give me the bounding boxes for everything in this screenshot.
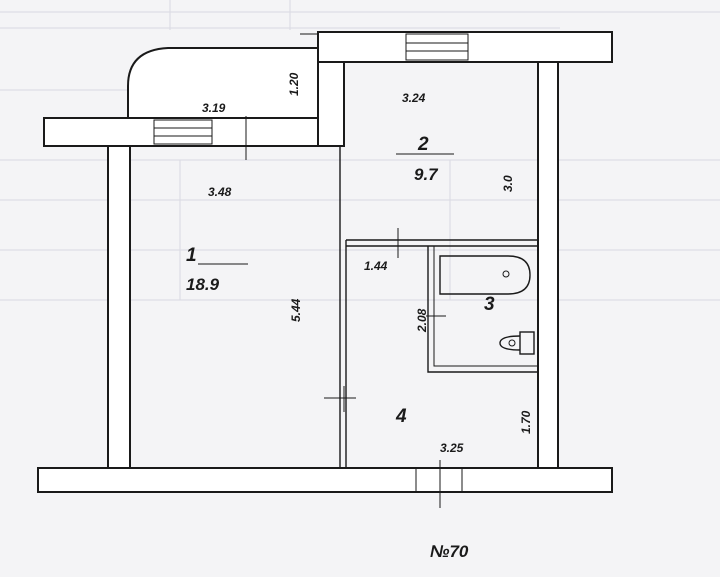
dim-room2-width: 3.24 xyxy=(402,91,426,105)
plan-number-label: №70 xyxy=(430,542,469,561)
wall-top-left xyxy=(43,117,319,147)
fixtures xyxy=(439,255,535,355)
dim-corridor-height: 1.20 xyxy=(287,72,301,96)
bathtub-icon xyxy=(439,255,531,295)
room-1-number: 1 xyxy=(186,245,197,266)
room-1-area: 18.9 xyxy=(186,275,220,294)
wall-corner-curve xyxy=(127,47,319,119)
toilet-icon xyxy=(499,331,535,355)
dim-bath-width: 1.44 xyxy=(364,259,388,273)
wall-right xyxy=(537,61,559,469)
room-2-area: 9.7 xyxy=(414,165,439,184)
walls xyxy=(37,31,613,493)
wall-left xyxy=(107,145,131,469)
dim-hall-width: 3.25 xyxy=(440,441,464,455)
dim-room1-top: 3.19 xyxy=(202,101,226,115)
dim-room2-height: 3.0 xyxy=(501,175,515,192)
wall-bottom xyxy=(37,467,613,493)
dimension-ticks xyxy=(198,33,454,508)
room-4-number: 4 xyxy=(395,406,407,427)
partitions xyxy=(339,146,538,468)
dim-room1-width: 3.48 xyxy=(208,185,232,199)
door-opening-bottom xyxy=(415,467,463,493)
wall-center xyxy=(317,61,345,147)
dim-bath-length: 2.08 xyxy=(415,308,429,333)
dim-room1-length: 5.44 xyxy=(289,298,303,322)
room-3-number: 3 xyxy=(484,294,495,315)
room-2-number: 2 xyxy=(417,134,429,155)
windows xyxy=(153,33,469,493)
dim-hall-right: 1.70 xyxy=(519,410,533,434)
wall-top-right xyxy=(317,31,613,63)
window-room1 xyxy=(153,119,213,145)
window-room2 xyxy=(405,33,469,61)
